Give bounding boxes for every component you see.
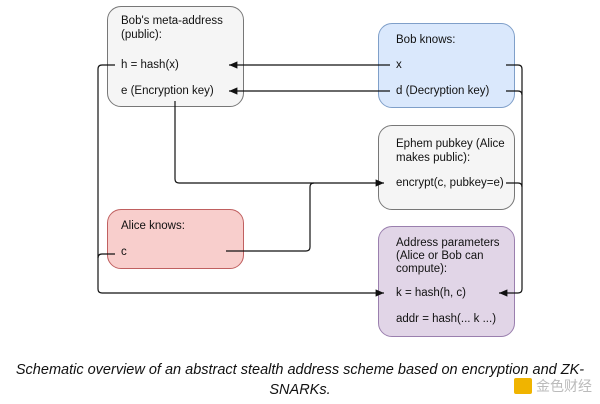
c-to-encrypt-line: [226, 182, 315, 252]
bob-d: d (Decryption key): [396, 85, 490, 97]
figure-caption: Schematic overview of an abstract stealt…: [0, 360, 600, 400]
bob-meta-address-box: [107, 6, 244, 107]
d-to-k-line: [506, 90, 523, 96]
watermark-logo: 金色财经: [514, 376, 592, 396]
address-parameters-box: [378, 226, 515, 337]
bob-x: x: [396, 59, 402, 71]
addr-title-2: (Alice or Bob can: [396, 250, 484, 262]
c-to-k-line: [97, 253, 115, 259]
meta-title-2: (public):: [121, 29, 162, 41]
addr-title-3: compute):: [396, 263, 448, 275]
meta-title-1: Bob's meta-address: [121, 15, 223, 27]
ephem-pubkey-box: [378, 125, 515, 210]
bob-title: Bob knows:: [396, 34, 456, 46]
x-to-k-arrow: [499, 64, 523, 297]
ephem-title-1: Ephem pubkey (Alice: [396, 138, 505, 150]
ephem-encrypt: encrypt(c, pubkey=e): [396, 177, 504, 189]
h-to-k-arrow: [97, 64, 384, 297]
alice-c: c: [121, 246, 127, 258]
caption-line-2: SNARKs.: [269, 382, 331, 398]
bob-knows-box: [378, 23, 515, 108]
addr-title-1: Address parameters: [396, 237, 500, 249]
meta-e: e (Encryption key): [121, 85, 214, 97]
addr-k: k = hash(h, c): [396, 287, 466, 299]
ephem-title-2: makes public):: [396, 152, 471, 164]
alice-title: Alice knows:: [121, 220, 185, 232]
meta-h: h = hash(x): [121, 59, 179, 71]
logo-icon: [514, 378, 532, 394]
encrypt-to-k-line: [506, 182, 523, 188]
caption-line-1: Schematic overview of an abstract stealt…: [15, 362, 585, 378]
watermark-text: 金色财经: [536, 378, 592, 394]
addr-addr: addr = hash(... k ...): [396, 313, 497, 325]
e-to-encrypt-arrow: [174, 101, 384, 187]
alice-knows-box: [107, 209, 244, 269]
